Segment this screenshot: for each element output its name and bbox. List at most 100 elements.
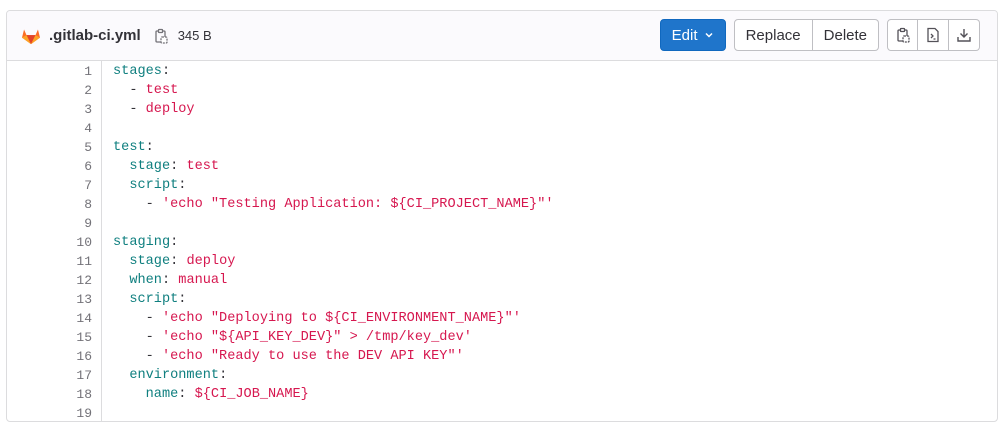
code-val: 'echo "Ready to use the DEV API KEY"' <box>161 349 464 364</box>
line-number[interactable]: 8 <box>84 197 92 212</box>
line-number[interactable]: 6 <box>84 159 92 174</box>
line-number[interactable]: 5 <box>84 140 92 155</box>
code-pre <box>113 273 129 288</box>
code-pre <box>113 159 129 174</box>
code-sep: : <box>161 273 179 288</box>
code-val: test <box>186 159 220 174</box>
line-number[interactable]: 13 <box>76 292 92 307</box>
code-line: - 'echo "${API_KEY_DEV}" > /tmp/key_dev' <box>113 328 554 347</box>
code-sep: : <box>170 254 187 269</box>
code-line: - 'echo "Ready to use the DEV API KEY"' <box>113 347 554 366</box>
line-number[interactable]: 9 <box>84 216 92 231</box>
delete-button[interactable]: Delete <box>812 19 879 51</box>
line-number[interactable]: 7 <box>84 178 92 193</box>
copy-icon <box>896 27 910 43</box>
code-pre <box>113 292 129 307</box>
code-sep: : <box>219 368 228 383</box>
file-code-icon <box>927 27 939 43</box>
line-number[interactable]: 18 <box>76 387 92 402</box>
line-number[interactable]: 2 <box>84 83 92 98</box>
code-val: 'echo "${API_KEY_DEV}" > /tmp/key_dev' <box>161 330 472 345</box>
code-line: name: ${CI_JOB_NAME} <box>113 385 554 404</box>
code-key: stages <box>113 64 162 79</box>
code-line <box>113 119 554 138</box>
line-number[interactable]: 3 <box>84 102 92 117</box>
code-val: manual <box>178 273 228 288</box>
code-line <box>113 404 554 421</box>
copy-file-path-icon[interactable] <box>153 28 169 44</box>
line-number[interactable]: 4 <box>84 121 92 136</box>
line-number[interactable]: 10 <box>76 235 92 250</box>
code-line: when: manual <box>113 271 554 290</box>
open-raw-button[interactable] <box>918 19 949 51</box>
file-name: .gitlab-ci.yml <box>49 27 141 44</box>
replace-button[interactable]: Replace <box>733 19 813 51</box>
copy-contents-button[interactable] <box>887 19 918 51</box>
line-number[interactable]: 12 <box>76 273 92 288</box>
code-sep: : <box>178 387 195 402</box>
code-line: environment: <box>113 366 554 385</box>
line-number[interactable]: 11 <box>76 254 92 269</box>
replace-delete-group: Replace Delete <box>733 19 879 51</box>
code-sep: : <box>145 140 154 155</box>
code-pre <box>113 178 129 193</box>
code-pre <box>113 254 129 269</box>
code-val: 'echo "Deploying to ${CI_ENVIRONMENT_NAM… <box>161 311 521 326</box>
code-line: - deploy <box>113 100 554 119</box>
code-line: script: <box>113 290 554 309</box>
code-line <box>113 214 554 233</box>
download-button[interactable] <box>949 19 980 51</box>
code-key: staging <box>113 235 171 250</box>
code-pre: - <box>113 102 146 117</box>
file-size: 345 B <box>177 28 212 43</box>
edit-dropdown-button[interactable]: Edit <box>659 19 726 51</box>
line-number[interactable]: 14 <box>76 311 92 326</box>
code-key: stage <box>129 254 171 269</box>
line-number[interactable]: 15 <box>76 330 92 345</box>
line-number[interactable]: 19 <box>76 406 92 421</box>
code-sep: : <box>161 64 171 79</box>
line-number[interactable]: 16 <box>76 349 92 364</box>
file-actions-group <box>887 19 980 51</box>
code-key: stage <box>129 159 171 174</box>
code-line: staging: <box>113 233 554 252</box>
code-line: stages: <box>113 62 554 81</box>
code-sep: : <box>170 159 187 174</box>
code-key: script <box>129 178 179 193</box>
code-val: deploy <box>186 254 236 269</box>
code-pre: - <box>113 349 162 364</box>
code-val: ${CI_JOB_NAME} <box>194 387 309 402</box>
code-sep: : <box>178 178 187 193</box>
code-val: deploy <box>145 102 195 117</box>
code-val: 'echo "Testing Application: ${CI_PROJECT… <box>161 197 554 212</box>
code-line: script: <box>113 176 554 195</box>
code-line: - 'echo "Deploying to ${CI_ENVIRONMENT_N… <box>113 309 554 328</box>
code-sep: : <box>170 235 179 250</box>
code-val: test <box>145 83 179 98</box>
code-line: - 'echo "Testing Application: ${CI_PROJE… <box>113 195 554 214</box>
edit-label: Edit <box>671 26 698 44</box>
gitlab-tanuki-icon <box>22 28 40 44</box>
code-pre <box>113 368 129 383</box>
code-pre: - <box>113 330 162 345</box>
file-viewer: .gitlab-ci.yml 345 B Edit Replace Delete <box>6 10 998 422</box>
code-line: test: <box>113 138 554 157</box>
file-header: .gitlab-ci.yml 345 B Edit Replace Delete <box>7 11 997 61</box>
code-content: stages: - test - deploy test: stage: test… <box>102 61 554 421</box>
download-icon <box>957 29 971 42</box>
code-line: stage: test <box>113 157 554 176</box>
code-pre: - <box>113 83 146 98</box>
code-key: when <box>129 273 162 288</box>
code-key: environment <box>129 368 220 383</box>
code-key: test <box>113 140 146 155</box>
line-number[interactable]: 17 <box>76 368 92 383</box>
line-number[interactable]: 1 <box>84 64 92 79</box>
code-key: name <box>145 387 179 402</box>
code-sep: : <box>178 292 187 307</box>
code-pre: - <box>113 197 162 212</box>
code-key: script <box>129 292 179 307</box>
chevron-down-icon <box>704 32 713 38</box>
code-pre: - <box>113 311 162 326</box>
